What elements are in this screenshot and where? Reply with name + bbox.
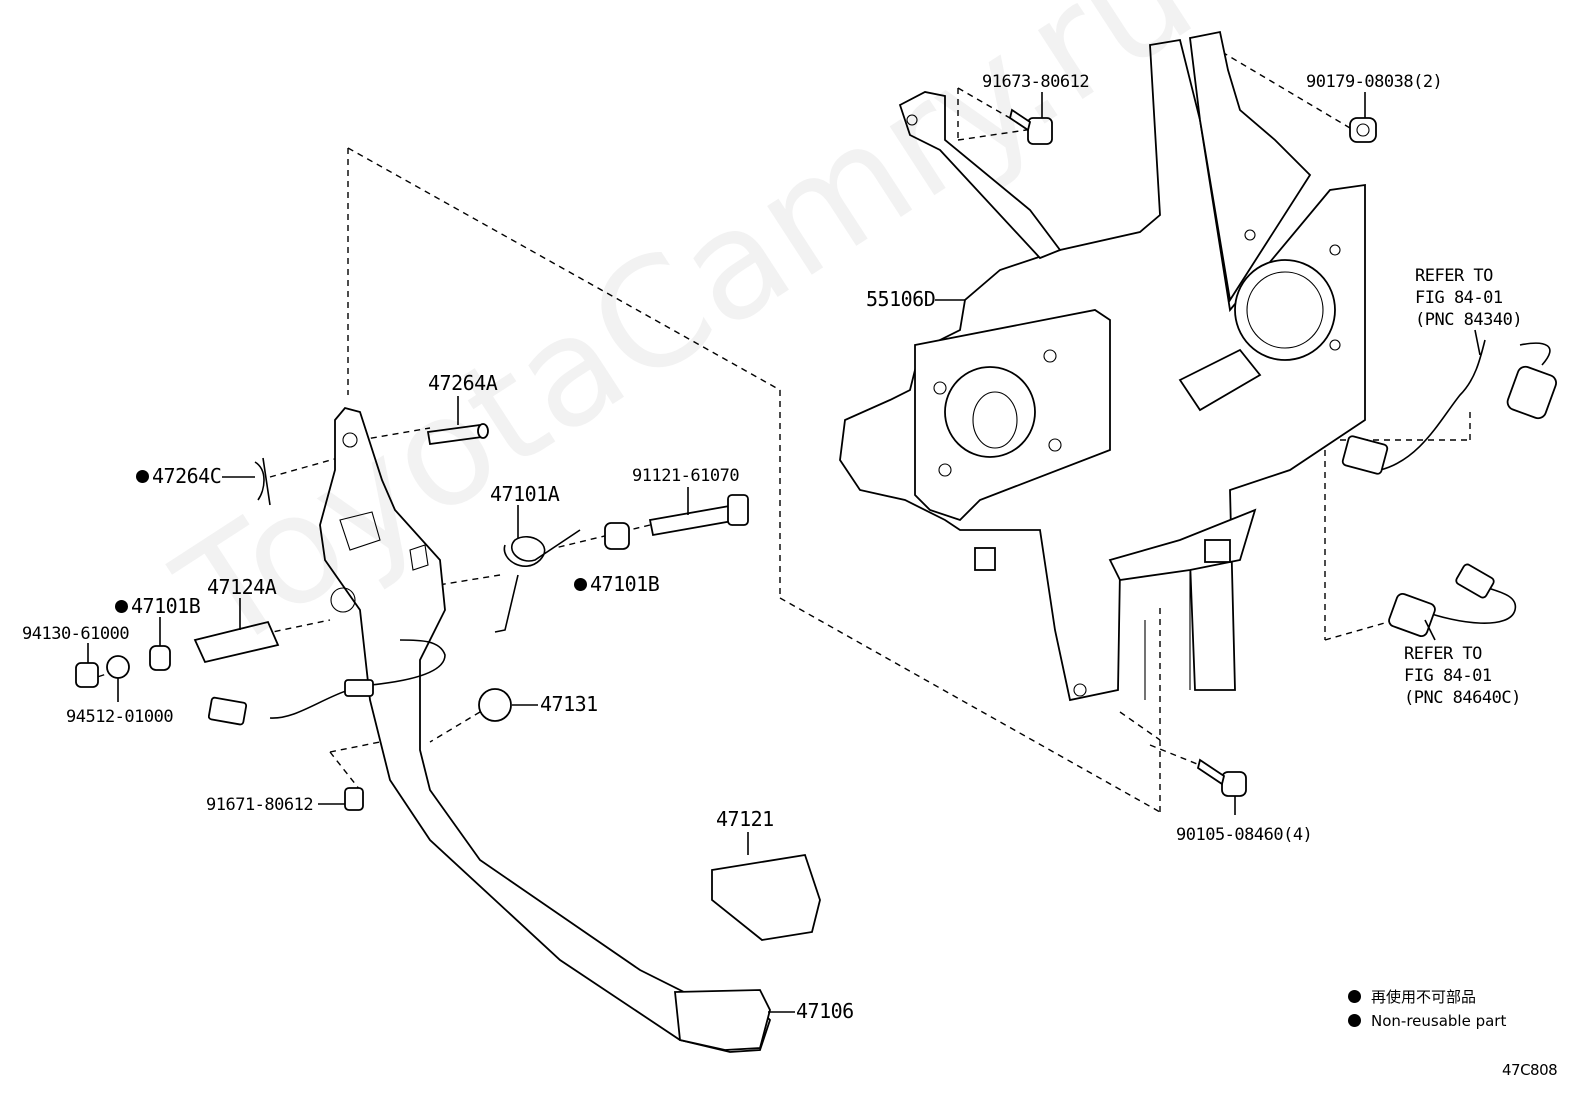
spring-47101A-icon <box>494 529 581 633</box>
bolt-91673-icon <box>1008 108 1053 145</box>
cushion-47131-icon <box>478 688 512 722</box>
clip-47264C-icon <box>254 457 271 506</box>
legend-en: Non-reusable part <box>1348 1012 1506 1030</box>
callout-91121-61070: 91121-61070 <box>632 466 740 486</box>
pedal-arm-47106 <box>207 406 772 1053</box>
callout-47264A: 47264A <box>428 371 498 395</box>
callout-94512-01000: 94512-01000 <box>66 707 174 727</box>
callout-47121: 47121 <box>716 807 774 831</box>
callout-47101B-left: 47101B <box>115 596 201 616</box>
filled-circle-icon <box>1348 1014 1361 1027</box>
assembly-dash-lines <box>87 51 1471 813</box>
callout-90179-08038: 90179-08038(2) <box>1306 72 1443 92</box>
callout-91673-80612: 91673-80612 <box>982 72 1090 92</box>
callout-91671-80612: 91671-80612 <box>206 795 314 815</box>
callout-47124A: 47124A <box>207 575 277 599</box>
legend-jp: 再使用不可部品 <box>1348 986 1476 1007</box>
nut-94130-icon <box>75 662 99 688</box>
stop-lamp-switch-connector <box>1341 339 1557 475</box>
callout-55106D: 55106D <box>866 287 936 311</box>
callout-47101A: 47101A <box>490 482 560 506</box>
pedal-sensor-connector <box>1388 563 1516 638</box>
bolt-90105-icon <box>1196 758 1247 797</box>
callout-47264C: 47264C <box>136 466 222 486</box>
nut-90179-icon <box>1349 117 1377 143</box>
callout-94130-61000: 94130-61000 <box>22 624 130 644</box>
bushing-47101B-icon <box>604 522 630 550</box>
pin-47264A-icon <box>426 423 484 446</box>
refer-label-1-line1: REFER TO <box>1415 266 1493 286</box>
washer-94512-icon <box>106 655 130 679</box>
refer-label-1-line3: (PNC 84340) <box>1415 310 1523 330</box>
refer-label-2-line1: REFER TO <box>1404 644 1482 664</box>
refer-label-1-line2: FIG 84-01 <box>1415 288 1503 308</box>
bolt-91121-icon <box>648 503 740 537</box>
pedal-pad-47121-icon <box>711 853 821 941</box>
refer-label-2-line2: FIG 84-01 <box>1404 666 1492 686</box>
small-parts <box>75 423 821 941</box>
bolt-91671-icon <box>344 787 364 811</box>
collar-47124A-icon <box>193 620 280 664</box>
pedal-bracket-55106D <box>839 30 1366 702</box>
refer-label-2-line3: (PNC 84640C) <box>1404 688 1521 708</box>
filled-circle-icon <box>1348 990 1361 1003</box>
leader-lines <box>87 92 1481 1013</box>
callout-47106: 47106 <box>796 999 854 1023</box>
non-reusable-marker-icon <box>574 578 587 591</box>
figure-code: 47C808 <box>1502 1061 1558 1079</box>
callout-47131: 47131 <box>540 692 598 716</box>
non-reusable-marker-icon <box>136 470 149 483</box>
callout-47101B-right: 47101B <box>574 574 660 594</box>
non-reusable-marker-icon <box>115 600 128 613</box>
callout-90105-08460: 90105-08460(4) <box>1176 825 1313 845</box>
